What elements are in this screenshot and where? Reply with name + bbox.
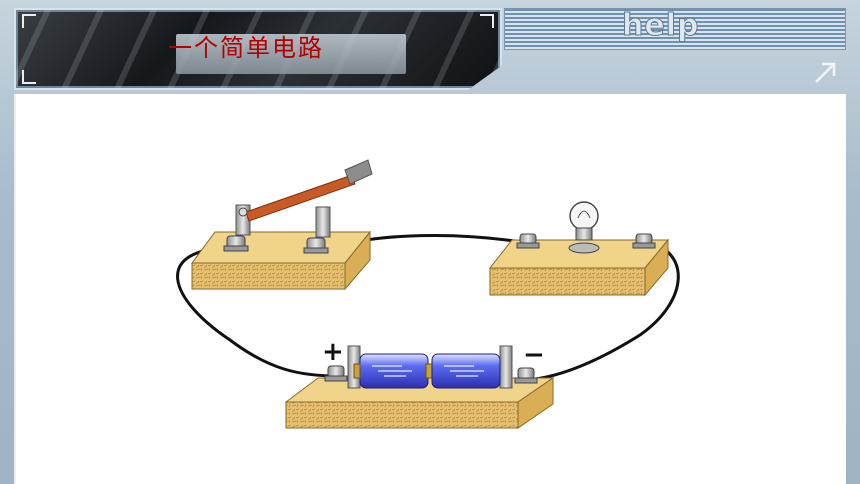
terminal-screw bbox=[514, 367, 538, 384]
page-title: 一个简单电路 bbox=[168, 34, 324, 62]
positive-terminal-label: + bbox=[322, 337, 344, 367]
help-bar[interactable] bbox=[504, 8, 846, 50]
light-bulb-icon bbox=[568, 201, 600, 254]
knife-switch bbox=[235, 159, 373, 238]
switch-board bbox=[191, 230, 372, 291]
title-plate bbox=[176, 34, 406, 74]
corner-mark bbox=[22, 70, 36, 84]
terminal-screw bbox=[303, 237, 329, 254]
terminal-screw bbox=[516, 233, 540, 249]
title-banner bbox=[14, 8, 502, 90]
terminal-screw bbox=[324, 365, 348, 382]
corner-mark bbox=[480, 14, 494, 28]
corner-mark bbox=[22, 14, 36, 28]
expand-arrow-icon[interactable] bbox=[812, 60, 838, 86]
battery-cell bbox=[353, 353, 501, 389]
battery-cell bbox=[359, 353, 433, 389]
help-button[interactable]: help bbox=[621, 8, 700, 44]
terminal-screw bbox=[632, 233, 656, 249]
wire-bulb-to-battery bbox=[524, 240, 680, 382]
terminal-screw bbox=[223, 235, 249, 252]
negative-terminal-label: − bbox=[523, 340, 545, 370]
wire-switch-to-battery bbox=[176, 245, 339, 378]
